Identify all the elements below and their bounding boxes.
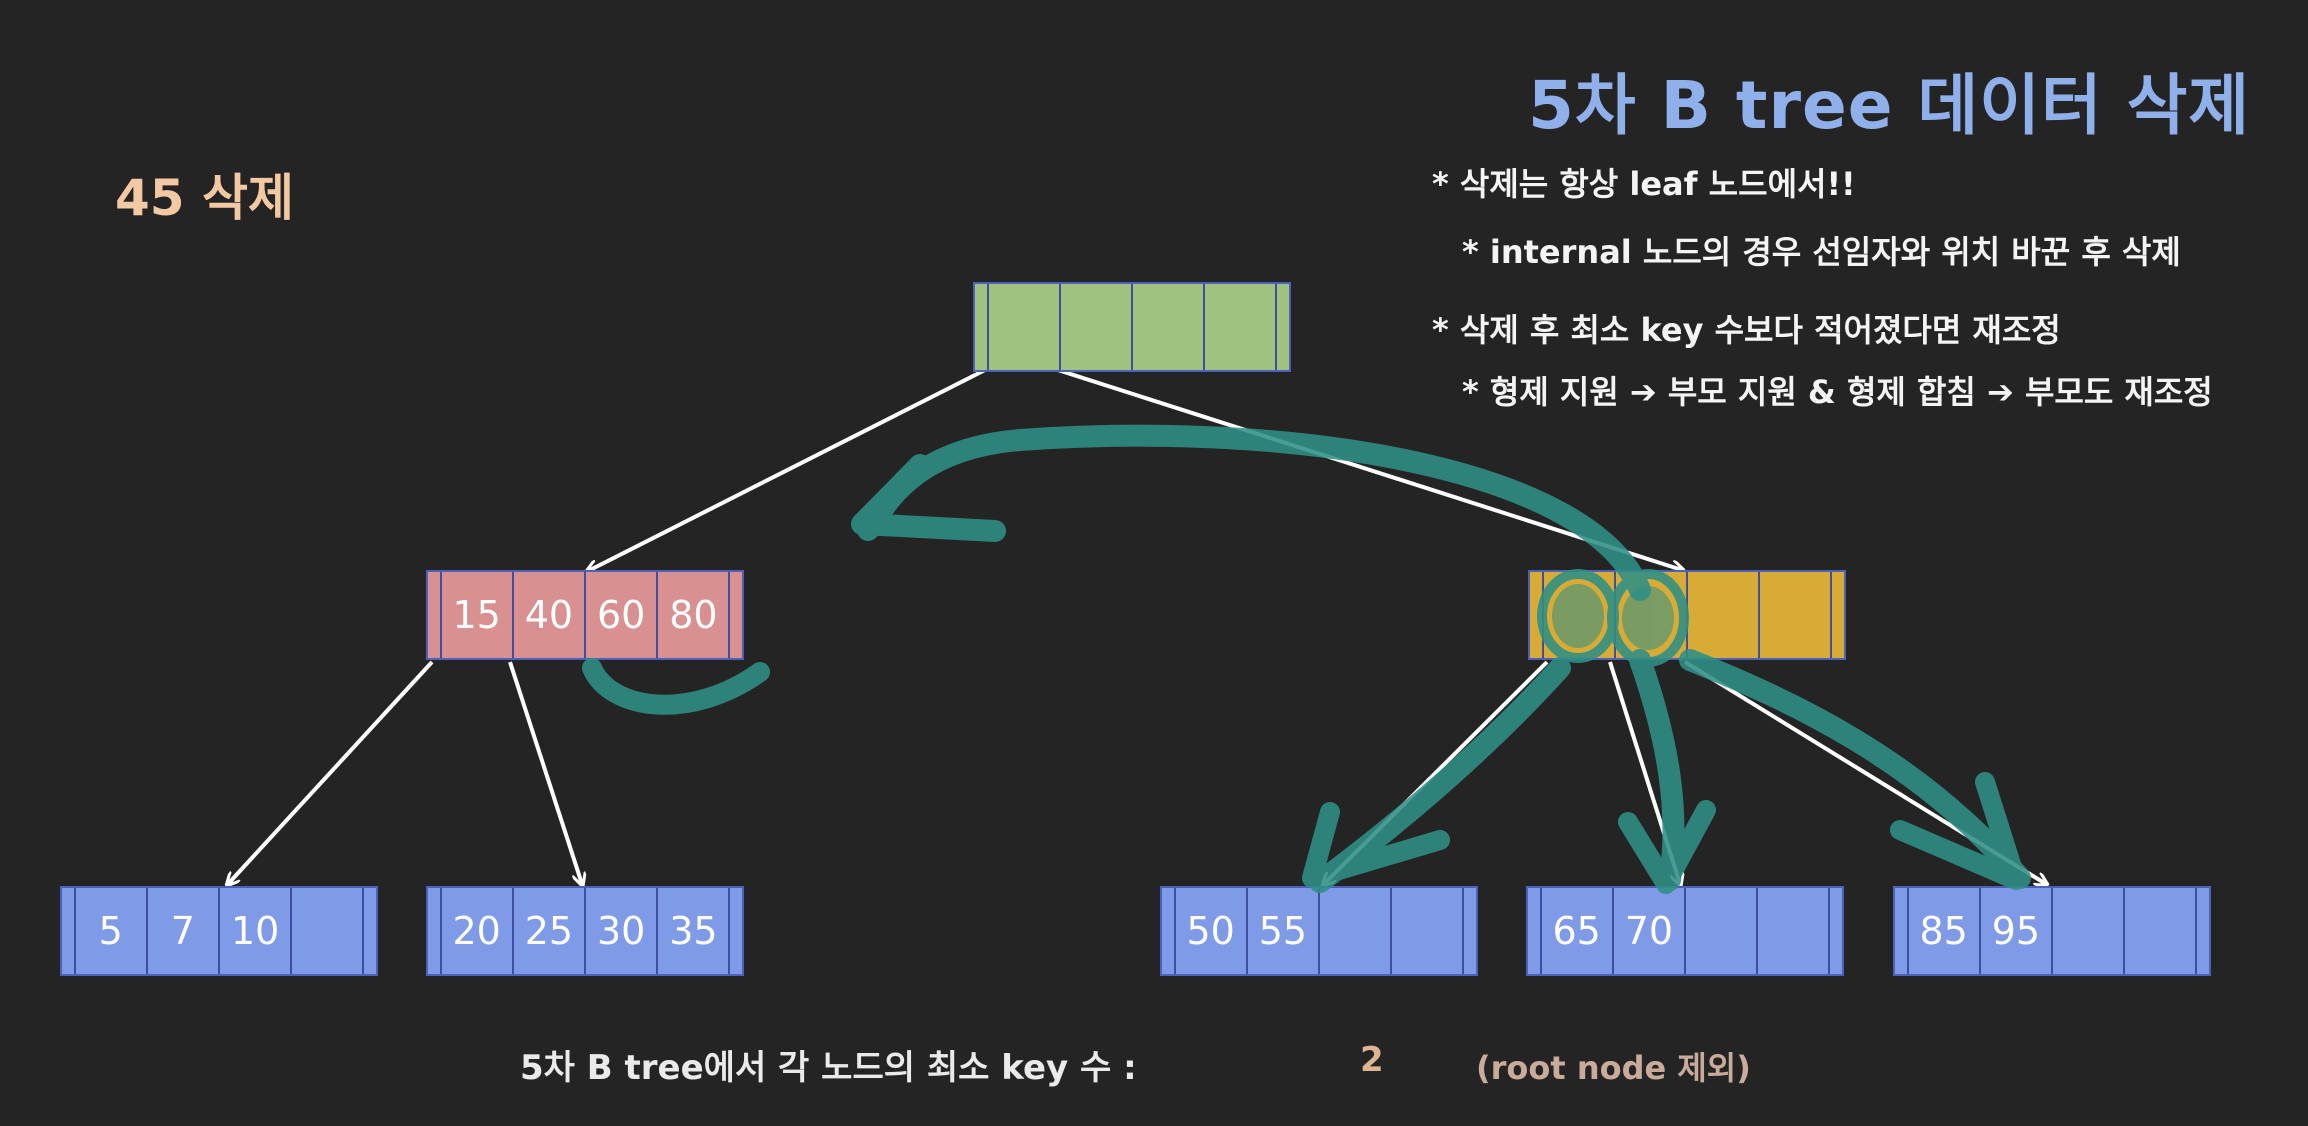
root-key-4: [1205, 284, 1278, 370]
leaf-4-key-3: [1686, 888, 1759, 974]
internal-left-key-3: 60: [586, 572, 659, 658]
internal-node-right: [1528, 570, 1846, 660]
leaf-5-key-4: [2125, 888, 2198, 974]
footer-min-keys-value: 2: [1360, 1040, 1384, 1080]
leaf-1-key-2: 7: [148, 888, 221, 974]
internal-left-key-1: 15: [442, 572, 514, 658]
leaf-2-key-1: 20: [442, 888, 514, 974]
root-key-2: [1061, 284, 1134, 370]
leaf-5-key-2: 95: [1981, 888, 2054, 974]
leaf-4-key-1: 65: [1542, 888, 1614, 974]
leaf-3-key-2: 55: [1248, 888, 1321, 974]
edge-right-internal-to-leaf-5: [1683, 660, 2046, 884]
internal-right-key-4: [1760, 572, 1833, 658]
page-title: 5차 B tree 데이터 삭제: [1528, 67, 2251, 144]
leaf-node-3: 50 55: [1160, 886, 1478, 976]
internal-right-key-1: [1544, 572, 1616, 658]
leaf-3-key-3: [1320, 888, 1393, 974]
leaf-5-key-1: 85: [1909, 888, 1981, 974]
footer-note: (root node 제외): [1476, 1049, 1751, 1087]
leaf-node-2: 20 25 30 35: [426, 886, 744, 976]
edge-root-to-left-internal: [588, 368, 986, 571]
note-3: * 삭제 후 최소 key 수보다 적어졌다면 재조정: [1432, 311, 2061, 349]
leaf-node-5: 85 95: [1893, 886, 2211, 976]
leaf-4-key-4: [1758, 888, 1831, 974]
internal-left-key-2: 40: [514, 572, 587, 658]
internal-right-key-2: [1616, 572, 1689, 658]
leaf-node-4: 65 70: [1526, 886, 1844, 976]
note-1: * 삭제는 항상 leaf 노드에서!!: [1432, 165, 1856, 203]
root-key-1: [989, 284, 1061, 370]
leaf-2-key-3: 30: [586, 888, 659, 974]
internal-node-left: 15 40 60 80: [426, 570, 744, 660]
operation-subtitle: 45 삭제: [115, 169, 294, 227]
footer-label: 5차 B tree에서 각 노드의 최소 key 수 :: [520, 1048, 1137, 1088]
edge-left-internal-to-leaf-1: [228, 660, 434, 884]
leaf-2-key-2: 25: [514, 888, 587, 974]
root-node: [973, 282, 1291, 372]
leaf-node-1: 5 7 10: [60, 886, 378, 976]
leaf-3-key-1: 50: [1176, 888, 1248, 974]
leaf-2-key-4: 35: [658, 888, 731, 974]
edge-right-internal-to-leaf-3: [1324, 660, 1549, 884]
leaf-1-key-1: 5: [76, 888, 148, 974]
leaf-3-key-4: [1392, 888, 1465, 974]
internal-right-key-3: [1688, 572, 1761, 658]
root-key-3: [1133, 284, 1206, 370]
leaf-1-key-4: [292, 888, 365, 974]
leaf-4-key-2: 70: [1614, 888, 1687, 974]
leaf-1-key-3: 10: [220, 888, 293, 974]
leaf-5-key-3: [2053, 888, 2126, 974]
note-2: * internal 노드의 경우 선임자와 위치 바꾼 후 삭제: [1462, 233, 2181, 271]
edge-left-internal-to-leaf-2: [508, 661, 582, 884]
internal-left-key-4: 80: [658, 572, 731, 658]
edge-right-internal-to-leaf-4: [1608, 661, 1680, 884]
note-4: * 형제 지원 ➔ 부모 지원 & 형제 합침 ➔ 부모도 재조정: [1462, 373, 2213, 411]
